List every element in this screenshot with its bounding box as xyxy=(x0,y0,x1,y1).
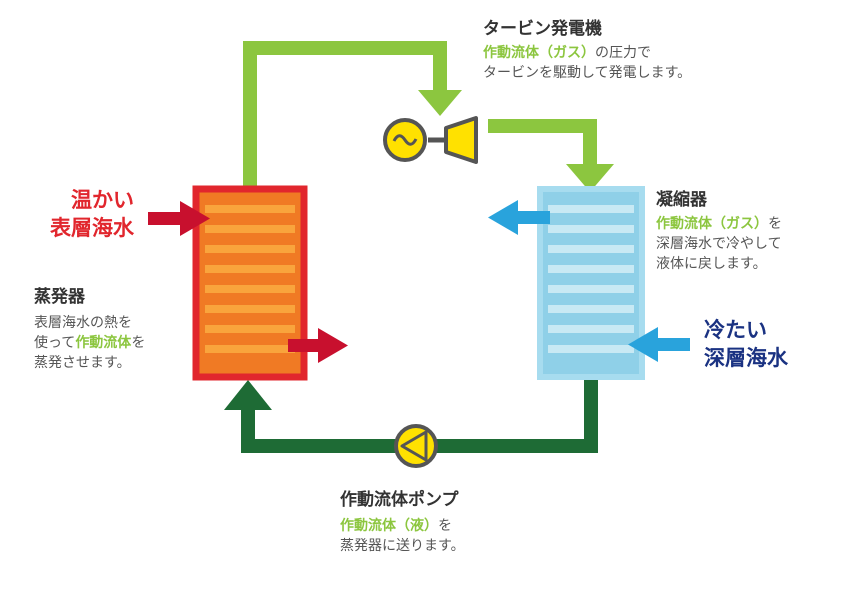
pump-label-group: 作動流体ポンプ 作動流体（液）を 蒸発器に送ります。 xyxy=(340,485,465,556)
cold-water-in-arrow xyxy=(628,327,690,362)
condenser-desc-line1-rest: を xyxy=(768,216,782,232)
turbine-desc-line2: タービンを駆動して発電します。 xyxy=(483,65,692,81)
evaporator-label-group: 蒸発器 表層海水の熱を 使って作動流体を 蒸発させます。 xyxy=(34,282,145,373)
condenser-label-group: 凝縮器 作動流体（ガス）を 深層海水で冷やして 液体に戻します。 xyxy=(656,185,782,274)
cold-water-out-arrow xyxy=(488,200,550,235)
generator-icon xyxy=(383,118,446,162)
turbine-desc-highlight: 作動流体（ガス） xyxy=(483,45,595,61)
condenser xyxy=(537,186,645,380)
condenser-desc-highlight: 作動流体（ガス） xyxy=(656,216,768,232)
cold-water-line1: 冷たい xyxy=(704,318,767,342)
pump-desc-highlight: 作動流体（液） xyxy=(340,518,438,534)
pump-icon xyxy=(394,424,438,468)
warm-water-line1: 温かい xyxy=(71,188,134,212)
cold-water-label: 冷たい 深層海水 xyxy=(704,316,788,372)
turbine-label-group: タービン発電機 作動流体（ガス）の圧力で タービンを駆動して発電します。 xyxy=(483,14,691,83)
warm-water-in-arrow xyxy=(148,201,210,236)
gas-pipe-to-turbine-arrowhead xyxy=(418,90,462,116)
liquid-pipe-arrowhead xyxy=(224,380,272,410)
pump-desc-line1-rest: を xyxy=(438,518,452,534)
turbine-title: タービン発電機 xyxy=(483,19,602,39)
gas-pipe-to-condenser-arrowhead xyxy=(566,164,614,192)
gas-pipe-to-turbine xyxy=(243,41,447,190)
evaporator-desc-line2-pre: 使って xyxy=(34,335,76,351)
gas-pipe-to-condenser xyxy=(488,119,597,168)
warm-water-out-arrow xyxy=(288,328,348,363)
evaporator-desc-line3: 蒸発させます。 xyxy=(34,355,131,371)
condenser-stripes xyxy=(548,205,634,353)
turbine-desc-line1-rest: の圧力で xyxy=(595,45,651,61)
evaporator-stripes xyxy=(205,205,295,353)
evaporator-title: 蒸発器 xyxy=(34,287,85,307)
condenser-desc-line2: 深層海水で冷やして xyxy=(656,236,782,252)
evaporator-desc-line2-rest: を xyxy=(131,335,146,351)
condenser-title: 凝縮器 xyxy=(656,190,707,210)
cold-water-line2: 深層海水 xyxy=(704,346,788,370)
warm-water-label: 温かい 表層海水 xyxy=(38,186,134,242)
evaporator-desc-line1: 表層海水の熱を xyxy=(34,315,132,331)
pump-title: 作動流体ポンプ xyxy=(340,490,459,510)
pump-desc-line2: 蒸発器に送ります。 xyxy=(340,538,465,554)
condenser-desc-line3: 液体に戻します。 xyxy=(656,256,767,272)
warm-water-line2: 表層海水 xyxy=(50,216,134,240)
turbine-icon xyxy=(444,116,478,164)
evaporator-desc-highlight: 作動流体 xyxy=(75,335,132,351)
evaporator xyxy=(192,185,308,381)
